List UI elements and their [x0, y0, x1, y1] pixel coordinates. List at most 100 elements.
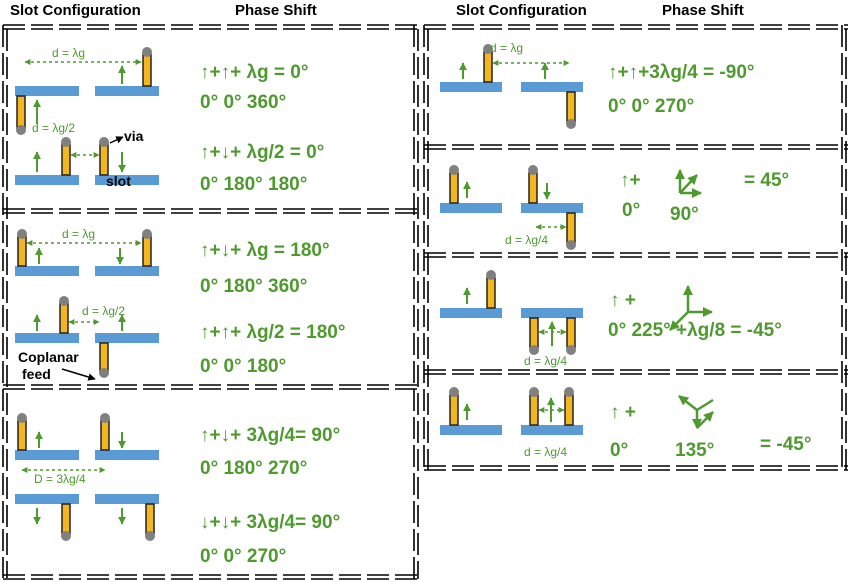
slot: [16, 95, 26, 129]
phase-equation: ↓+↓+ 3λg/4= 90°: [200, 512, 340, 533]
slot: [528, 172, 538, 204]
left-case-5-config: D = 3λg/4: [15, 413, 159, 486]
phase-values: 0° 0° 360°: [200, 92, 286, 113]
via: [529, 345, 539, 355]
slot: [142, 235, 152, 267]
vector-arrow-line: [696, 398, 714, 412]
vector-arrow-diagonal: [678, 395, 698, 411]
via: [61, 137, 71, 147]
via: [483, 44, 493, 54]
slot: [449, 394, 459, 426]
ground-bar: [440, 425, 502, 435]
phase-value-a: 0°: [622, 200, 640, 221]
right-case-4-phase: ↑ + 0° 135° = -45°: [610, 395, 811, 461]
via: [486, 270, 496, 280]
slot: [99, 342, 109, 372]
via: [566, 119, 576, 129]
slot: [566, 212, 576, 244]
slot: [99, 143, 109, 176]
via: [59, 296, 69, 306]
ground-bar: [95, 175, 159, 185]
phase-values: 0° 0° 270°: [200, 546, 286, 567]
via: [99, 137, 109, 147]
feed-pointer: [61, 368, 96, 381]
left-case-4-config: d = λg/2 Coplanar feed: [15, 296, 159, 382]
phase-values: 0° 0° 270°: [608, 96, 694, 117]
slot: [566, 91, 576, 123]
slot: [61, 143, 71, 176]
via: [142, 47, 152, 57]
left-case-1-phase: ↑+↑+ λg = 0° 0° 0° 360°: [200, 62, 308, 113]
phase-value-b: 90°: [670, 204, 699, 225]
phase-values: 0° 225° +λg/8 = -45°: [608, 320, 782, 341]
slot: [529, 394, 539, 426]
ground-bar: [521, 425, 583, 435]
phase-value-a: 0°: [610, 440, 628, 461]
phase-equation: ↑+↑+3λg/4 = -90°: [608, 62, 755, 83]
phase-value-b: 135°: [675, 440, 714, 461]
phase-equation: ↑ +: [610, 402, 636, 423]
header-slot-configuration-left: Slot Configuration: [10, 2, 141, 19]
slot: [145, 503, 155, 535]
slot: [483, 51, 493, 83]
via: [142, 229, 152, 239]
distance-label: D = 3λg/4: [34, 472, 86, 486]
slot: [61, 503, 71, 535]
via: [449, 165, 459, 175]
phase-equation: ↑+: [620, 170, 641, 191]
via: [566, 240, 576, 250]
left-case-1-config: d = λg: [15, 46, 159, 135]
slot: [100, 419, 110, 451]
via: [16, 125, 26, 135]
distance-label: d = λg/2: [82, 304, 125, 318]
ground-bar: [95, 86, 159, 96]
phase-values: 0° 180° 180°: [200, 174, 307, 195]
via: [17, 413, 27, 423]
coplanar-label: Coplanar: [18, 349, 79, 365]
feed-label: feed: [22, 366, 51, 382]
via: [564, 387, 574, 397]
right-case-3-phase: ↑ + 0° 225° +λg/8 = -45°: [608, 285, 782, 341]
vector-arrow-return: [696, 411, 714, 429]
via: [17, 229, 27, 239]
via: [100, 413, 110, 423]
slot: [17, 419, 27, 451]
ground-bar: [95, 333, 159, 343]
vector-arrow-diagonal: [669, 311, 689, 331]
via-pointer: [109, 136, 124, 144]
phase-values: 0° 180° 270°: [200, 458, 307, 479]
via-label: via: [124, 128, 144, 144]
left-case-3-phase: ↑+↓+ λg = 180° 0° 180° 360°: [200, 240, 330, 297]
ground-bar: [15, 494, 79, 504]
slot: [17, 235, 27, 267]
ground-bar: [521, 203, 583, 213]
ground-bar: [521, 82, 583, 92]
ground-bar: [440, 308, 502, 318]
header-phase-shift-right: Phase Shift: [662, 2, 744, 19]
right-case-3-config: d = λg/4: [440, 270, 583, 368]
ground-bar: [15, 450, 79, 460]
phase-equation: ↑ +: [610, 290, 636, 311]
distance-label: d = λg: [62, 227, 95, 241]
distance-label: d = λg: [490, 41, 523, 55]
ground-bar: [15, 86, 79, 96]
right-case-2-phase: ↑+ = 45° 0° 90°: [620, 169, 789, 225]
phase-equation: ↑+↓+ 3λg/4= 90°: [200, 425, 340, 446]
distance-label: d = λg/4: [524, 445, 567, 459]
via: [566, 345, 576, 355]
phase-equation: ↑+↓+ λg/2 = 0°: [200, 142, 324, 163]
right-case-1-config: d = λg: [440, 41, 583, 129]
right-case-2-config: d = λg/4: [440, 165, 583, 250]
distance-label: d = λg/4: [505, 233, 548, 247]
vector-arrow-diagonal: [679, 174, 698, 194]
left-case-6-config: [15, 494, 159, 541]
slot-label: slot: [106, 173, 131, 189]
section-frames: [2, 24, 848, 580]
slot: [449, 172, 459, 204]
phase-result: = 45°: [744, 170, 789, 191]
slot: [566, 317, 576, 349]
phase-equation: ↑+↑+ λg = 0°: [200, 62, 308, 83]
ground-bar: [521, 308, 583, 318]
phase-values: 0° 0° 180°: [200, 356, 286, 377]
